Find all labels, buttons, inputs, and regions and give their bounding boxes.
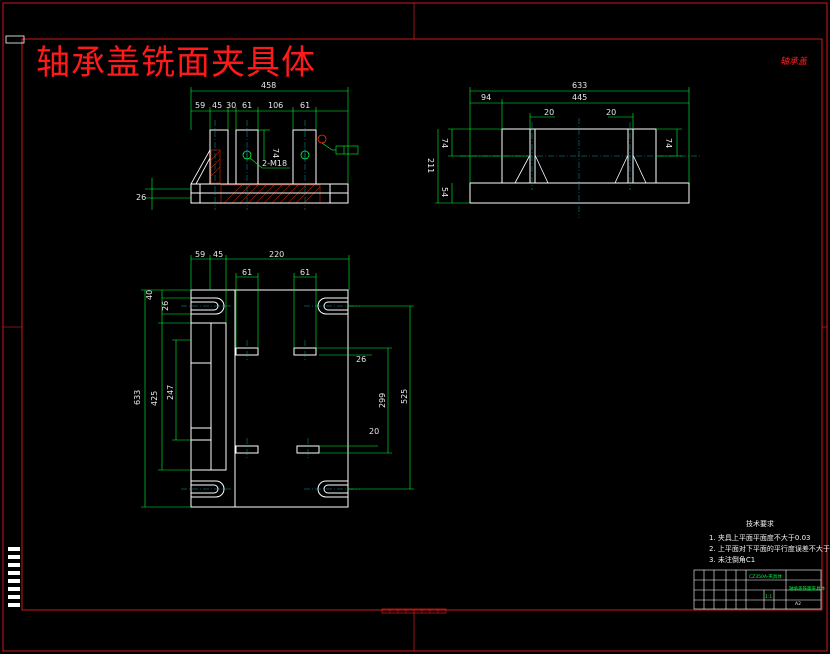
flatness-box <box>335 145 359 155</box>
front-gusset <box>190 149 211 185</box>
dim-side-74b: 74 <box>664 138 673 148</box>
dim-front-30: 30 <box>226 101 236 110</box>
dim-top-26b: 26 <box>356 355 366 364</box>
dim-side-633: 633 <box>572 81 587 90</box>
dim-side-94: 94 <box>481 93 491 102</box>
front-center-lines <box>214 120 306 210</box>
dim-side-20b: 20 <box>606 108 616 117</box>
dim-side-74a: 74 <box>440 138 449 148</box>
side-outline <box>469 128 690 204</box>
dim-front-thread: 2-M18 <box>262 159 287 168</box>
dim-top-299: 299 <box>378 393 387 408</box>
dim-top-26a: 26 <box>161 301 170 311</box>
requirements-title: 技术要求 <box>746 519 774 528</box>
dim-top-45: 45 <box>213 250 223 259</box>
side-view: 633 94 445 20 20 74 74 211 54 <box>426 81 700 218</box>
side-gussets <box>514 154 647 184</box>
dim-side-211: 211 <box>426 158 435 173</box>
dim-top-633: 633 <box>133 390 142 405</box>
dim-top-20: 20 <box>369 427 379 436</box>
dim-side-20a: 20 <box>544 108 554 117</box>
requirement-item: 3. 未注倒角C1 <box>709 555 755 564</box>
dim-top-247: 247 <box>166 385 175 400</box>
dim-front-61a: 61 <box>242 101 252 110</box>
front-outline <box>190 129 349 204</box>
dim-side-54: 54 <box>440 187 449 197</box>
dim-front-26: 26 <box>136 193 146 202</box>
left-margin-stamp <box>8 547 20 607</box>
side-dimensions: 633 94 445 20 20 74 74 211 54 <box>426 81 690 204</box>
title-block-drawing-no: CZ350A-夹具体 <box>749 573 782 580</box>
requirement-item: 2. 上平面对下平面的平行度误差不大于0.04 <box>709 544 830 553</box>
top-right-note: 轴承盖 <box>780 56 808 67</box>
dim-front-106: 106 <box>268 101 283 110</box>
title-block-drawing-name: 轴承盖铣面夹具体 <box>789 585 825 592</box>
top-dimensions: 59 45 220 61 61 40 26 633 425 247 26 299… <box>133 250 414 508</box>
dim-top-59: 59 <box>195 250 205 259</box>
front-view: 458 59 45 30 61 106 61 74 2-M18 26 <box>136 81 359 210</box>
dim-top-220: 220 <box>269 250 284 259</box>
dim-front-45: 45 <box>212 101 222 110</box>
dim-top-61a: 61 <box>242 268 252 277</box>
title-block-sheet: A2 <box>795 601 801 607</box>
dim-front-61b: 61 <box>300 101 310 110</box>
dim-top-40: 40 <box>145 290 154 300</box>
technical-requirements: 技术要求 1. 夹具上平面平面度不大于0.03 2. 上平面对下平面的平行度误差… <box>709 519 830 564</box>
datum-marker <box>317 134 327 144</box>
title-block: CZ350A-夹具体 轴承盖铣面夹具体 1:1 A2 <box>693 569 825 610</box>
requirement-item: 1. 夹具上平面平面度不大于0.03 <box>709 533 811 542</box>
dim-top-425: 425 <box>150 391 159 406</box>
drawing-title: 轴承盖铣面夹具体 <box>36 43 316 83</box>
front-dimensions: 458 59 45 30 61 106 61 74 2-M18 26 <box>136 81 349 210</box>
front-section-hatch <box>210 149 321 204</box>
top-view: 59 45 220 61 61 40 26 633 425 247 26 299… <box>133 250 414 508</box>
dim-side-445: 445 <box>572 93 587 102</box>
dim-front-458: 458 <box>261 81 276 90</box>
top-center-lines <box>181 305 360 490</box>
dim-front-59: 59 <box>195 101 205 110</box>
dim-top-61b: 61 <box>300 268 310 277</box>
title-block-scale: 1:1 <box>765 594 772 600</box>
dim-front-74: 74 <box>271 148 280 158</box>
top-outline <box>190 289 349 508</box>
dim-top-525: 525 <box>400 389 409 404</box>
